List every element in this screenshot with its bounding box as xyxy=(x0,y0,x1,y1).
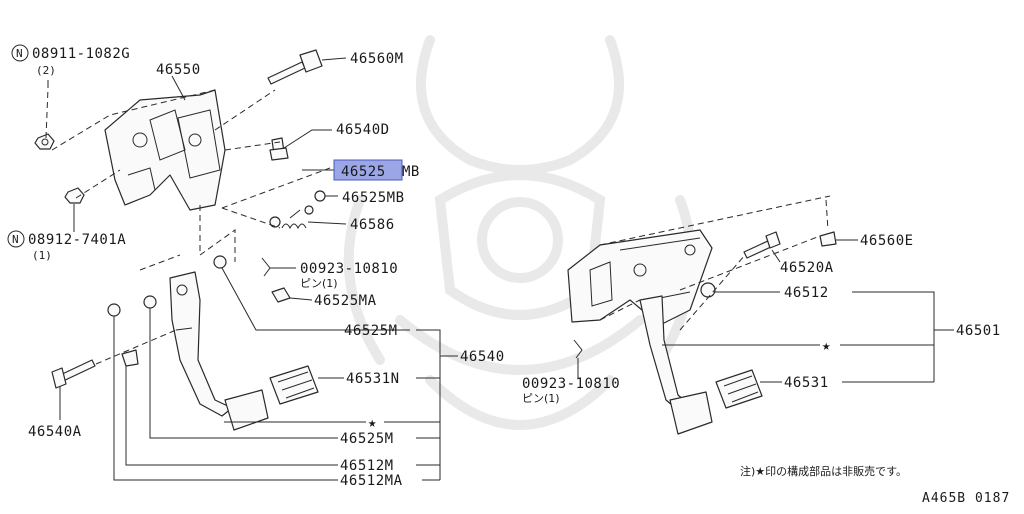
left-guide-lines xyxy=(45,87,331,365)
label-46525m-top[interactable]: 46525M xyxy=(344,323,398,339)
bolt-46520a-part xyxy=(743,231,781,259)
label-46525m-bottom[interactable]: 46525M xyxy=(340,431,394,447)
watermark-emblem xyxy=(343,35,697,430)
label-00923-left-sub: ピン(1) xyxy=(300,277,338,290)
star-right: ★ xyxy=(822,338,831,354)
right-guide-lines xyxy=(599,195,831,331)
pedal-arm-46501-part xyxy=(639,295,713,435)
circle-n-icon: N xyxy=(11,44,29,62)
bolt-46560m-part xyxy=(267,49,323,85)
label-08911-qty: (2) xyxy=(36,64,56,77)
label-46525mb[interactable]: 46525MB xyxy=(342,190,405,206)
bolt-08912-part xyxy=(64,187,85,204)
label-46501[interactable]: 46501 xyxy=(956,323,1001,339)
label-46540d[interactable]: 46540D xyxy=(336,122,390,138)
clip-46525ma-part xyxy=(271,287,291,303)
label-46525mb-highlighted[interactable]: 46525 xyxy=(341,164,386,180)
label-46560m[interactable]: 46560M xyxy=(350,51,404,67)
circle-n-icon: N xyxy=(7,230,25,248)
label-46512[interactable]: 46512 xyxy=(784,285,829,301)
pin-00923-left-part xyxy=(261,257,271,277)
pedal-pad-46531n-part xyxy=(269,365,319,405)
clip-46560e-part xyxy=(819,231,837,247)
label-46531[interactable]: 46531 xyxy=(784,375,829,391)
label-46540a[interactable]: 46540A xyxy=(28,424,82,440)
pedal-arm-46540-part xyxy=(169,271,269,431)
label-46512m[interactable]: 46512M xyxy=(340,458,394,474)
highlight-box xyxy=(333,159,403,181)
label-46560e[interactable]: 46560E xyxy=(860,233,914,249)
left-leader-lines xyxy=(47,57,458,481)
label-46531n[interactable]: 46531N xyxy=(346,371,400,387)
bracket-46550-part xyxy=(104,89,226,211)
star-left: ★ xyxy=(368,415,377,431)
label-46525mb-suffix: MB xyxy=(402,164,420,180)
bushing-left-part xyxy=(107,255,227,367)
bracket-46512-part xyxy=(567,229,713,326)
label-00923-left[interactable]: 00923-10810 xyxy=(300,261,398,277)
label-46525ma[interactable]: 46525MA xyxy=(314,293,377,309)
bushing-46512-part xyxy=(700,282,716,298)
nut-08911-part xyxy=(34,133,55,150)
label-00923-right-sub: ピン(1) xyxy=(522,392,560,405)
label-46550[interactable]: 46550 xyxy=(156,62,201,78)
label-46540[interactable]: 46540 xyxy=(460,349,505,365)
bolt-46540a-part xyxy=(51,359,96,389)
label-46520a[interactable]: 46520A xyxy=(780,260,834,276)
svg-text:N: N xyxy=(16,47,23,60)
pin-00923-right-part xyxy=(573,339,583,359)
label-08911-1082g[interactable]: 08911-1082G xyxy=(32,46,130,62)
footnote: 注)★印の構成部品は非販売です。 xyxy=(740,464,907,478)
label-00923-right[interactable]: 00923-10810 xyxy=(522,376,620,392)
label-08912-7401a[interactable]: 08912-7401A xyxy=(28,232,126,248)
reference-code: A465B 0187 xyxy=(922,491,1010,506)
bolt-46540d-part xyxy=(269,137,289,161)
label-46586[interactable]: 46586 xyxy=(350,217,395,233)
pedal-pad-46531-part xyxy=(715,369,763,409)
right-leader-lines xyxy=(577,239,954,383)
label-46512ma[interactable]: 46512MA xyxy=(340,473,403,489)
svg-text:N: N xyxy=(12,233,19,246)
label-08912-qty: (1) xyxy=(32,249,52,262)
